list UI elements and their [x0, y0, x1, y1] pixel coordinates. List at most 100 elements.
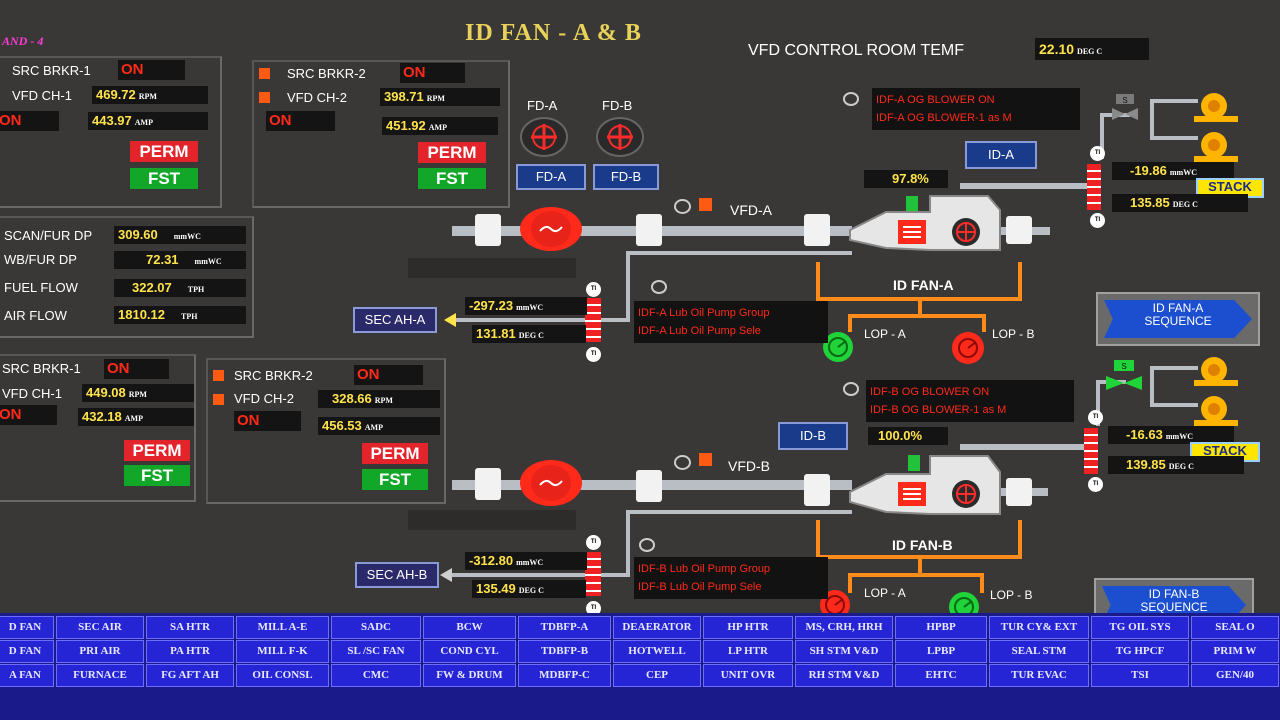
- fst-button[interactable]: FST: [418, 168, 486, 189]
- lop-b-pump-icon[interactable]: [948, 330, 988, 366]
- stack-b-blower-2-icon[interactable]: [1190, 394, 1242, 428]
- nav-button[interactable]: HPBP: [895, 616, 987, 639]
- fan-b-percent: 100.0%: [878, 428, 923, 443]
- panel-process-values: [0, 216, 254, 338]
- nav-button[interactable]: PRI AIR: [56, 640, 144, 663]
- nav-button[interactable]: DEAERATOR: [613, 616, 701, 639]
- vfd-ch1-rpm: 449.08: [86, 385, 126, 400]
- fan-b-id-button[interactable]: ID-B: [778, 422, 848, 450]
- stack-b-valve-icon[interactable]: S: [1104, 360, 1144, 392]
- degc-unit: DEG C: [1172, 200, 1198, 209]
- nav-button[interactable]: COND CYL: [423, 640, 516, 663]
- nav-button[interactable]: TG OIL SYS: [1091, 616, 1189, 639]
- fan-a-oil-line: [816, 262, 820, 300]
- fan-b-sequence-line2: SEQUENCE: [1140, 600, 1208, 614]
- sec-ah-b-button[interactable]: SEC AH-B: [355, 562, 439, 588]
- nav-button[interactable]: TSI: [1091, 664, 1189, 687]
- stack-a-blower-2-icon[interactable]: [1190, 130, 1242, 164]
- nav-button[interactable]: BCW: [423, 616, 516, 639]
- panel-fan-a-ch1: [0, 56, 222, 208]
- fan-b-casing[interactable]: [848, 450, 1008, 528]
- stack-a-blower-1-icon[interactable]: [1190, 92, 1242, 124]
- perm-button[interactable]: PERM: [418, 142, 486, 163]
- nav-button[interactable]: LPBP: [895, 640, 987, 663]
- fst-button[interactable]: FST: [124, 465, 190, 486]
- vfd-ch2-rpm: 328.66: [332, 391, 372, 406]
- fd-b-fan-icon[interactable]: [595, 116, 645, 158]
- nav-button[interactable]: SA HTR: [146, 616, 234, 639]
- fst-button[interactable]: FST: [130, 168, 198, 189]
- fst-button[interactable]: FST: [362, 469, 428, 490]
- vfd-ch1-amp: 443.97: [92, 113, 132, 128]
- nav-button[interactable]: A FAN: [0, 664, 54, 687]
- perm-button[interactable]: PERM: [362, 443, 428, 464]
- nav-button[interactable]: MILL F-K: [236, 640, 329, 663]
- nav-button[interactable]: PRIM W: [1191, 640, 1279, 663]
- fan-a-inlet-temp: 131.81: [476, 326, 516, 341]
- nav-button[interactable]: SEAL O: [1191, 616, 1279, 639]
- fan-a-motor-icon[interactable]: [518, 205, 584, 253]
- process-label: SCAN/FUR DP: [4, 228, 93, 243]
- nav-button[interactable]: MS, CRH, HRH: [795, 616, 893, 639]
- nav-button[interactable]: SH STM V&D: [795, 640, 893, 663]
- stack-a-pipe: [1100, 113, 1104, 159]
- nav-button[interactable]: TG HPCF: [1091, 640, 1189, 663]
- nav-button[interactable]: TUR CY& EXT: [989, 616, 1089, 639]
- nav-button[interactable]: MILL A-E: [236, 616, 329, 639]
- perm-button[interactable]: PERM: [124, 440, 190, 461]
- nav-button[interactable]: MDBFP-C: [518, 664, 611, 687]
- nav-button[interactable]: D FAN: [0, 616, 54, 639]
- nav-button[interactable]: D FAN: [0, 640, 54, 663]
- nav-button[interactable]: EHTC: [895, 664, 987, 687]
- perm-button[interactable]: PERM: [130, 141, 198, 162]
- fan-a-blank-box: [408, 258, 576, 278]
- nav-button[interactable]: SEC AIR: [56, 616, 144, 639]
- nav-button[interactable]: TUR EVAC: [989, 664, 1089, 687]
- stack-b-blower-1-icon[interactable]: [1190, 356, 1242, 388]
- fan-a-id-button[interactable]: ID-A: [965, 141, 1037, 169]
- nav-button[interactable]: HP HTR: [703, 616, 793, 639]
- coupling: [636, 214, 662, 246]
- nav-button[interactable]: TDBFP-A: [518, 616, 611, 639]
- stack-a-valve-icon[interactable]: S: [1110, 94, 1140, 122]
- vfd-ch2-label: VFD CH-2: [234, 391, 294, 406]
- nav-button[interactable]: FURNACE: [56, 664, 144, 687]
- nav-button[interactable]: HOTWELL: [613, 640, 701, 663]
- nav-button[interactable]: PA HTR: [146, 640, 234, 663]
- src-brkr-2-state: ON: [354, 365, 423, 385]
- degc-unit: DEG C: [1168, 462, 1194, 471]
- fan-a-status-indicator: [699, 198, 712, 211]
- vfd-ch1-state: ON: [0, 405, 57, 425]
- nav-button[interactable]: FW & DRUM: [423, 664, 516, 687]
- fan-b-motor-icon[interactable]: [518, 458, 584, 508]
- nav-button[interactable]: OIL CONSL: [236, 664, 329, 687]
- nav-button[interactable]: CMC: [331, 664, 421, 687]
- fd-b-button[interactable]: FD-B: [593, 164, 659, 190]
- nav-button[interactable]: SEAL STM: [989, 640, 1089, 663]
- stack-b-pressure: -16.63: [1126, 427, 1163, 442]
- lop-a-pump-icon[interactable]: [820, 330, 856, 364]
- nav-button[interactable]: UNIT OVR: [703, 664, 793, 687]
- fd-a-fan-icon[interactable]: [519, 116, 569, 158]
- nav-button[interactable]: TDBFP-B: [518, 640, 611, 663]
- fan-a-inlet-transmitter: [585, 298, 601, 342]
- fd-a-button[interactable]: FD-A: [516, 164, 586, 190]
- svg-text:S: S: [1122, 96, 1127, 105]
- nav-button[interactable]: CEP: [613, 664, 701, 687]
- nav-button[interactable]: RH STM V&D: [795, 664, 893, 687]
- sec-ah-a-button[interactable]: SEC AH-A: [353, 307, 437, 333]
- fan-b-inlet-temp: 135.49: [476, 581, 516, 596]
- fan-a-casing[interactable]: [848, 190, 1008, 264]
- src-brkr-1-on: ON: [107, 360, 130, 377]
- nav-button[interactable]: SADC: [331, 616, 421, 639]
- nav-button[interactable]: GEN/40: [1191, 664, 1279, 687]
- nav-button[interactable]: FG AFT AH: [146, 664, 234, 687]
- nav-button[interactable]: LP HTR: [703, 640, 793, 663]
- nav-button[interactable]: SL /SC FAN: [331, 640, 421, 663]
